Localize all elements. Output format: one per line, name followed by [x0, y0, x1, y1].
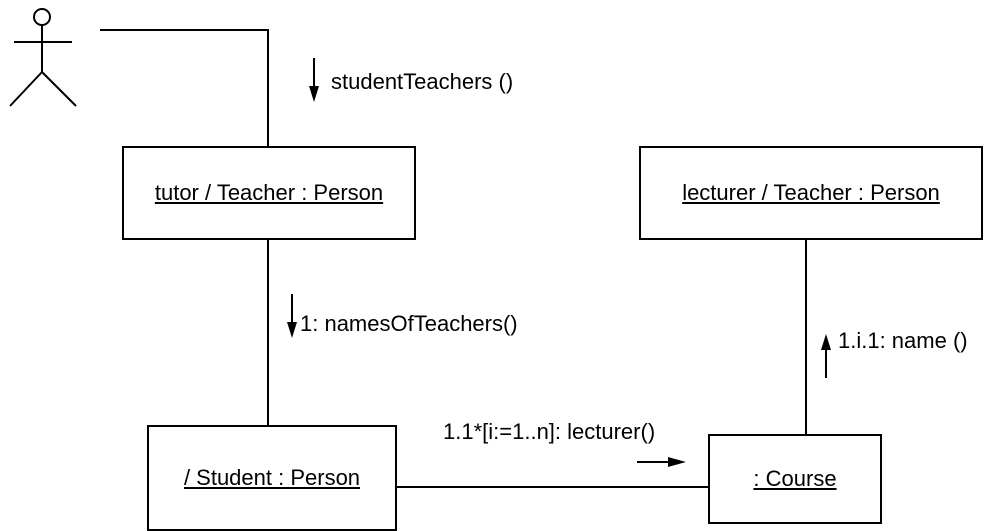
arrowhead-icon — [668, 457, 686, 467]
message-names-of-teachers: 1: namesOfTeachers() — [300, 311, 518, 336]
object-student[interactable]: / Student : Person — [147, 425, 397, 531]
object-student-label: / Student : Person — [183, 465, 361, 490]
message-name: 1.i.1: name () — [838, 328, 968, 353]
object-course[interactable]: : Course — [708, 434, 882, 524]
object-tutor[interactable]: tutor / Teacher : Person — [122, 146, 416, 240]
message-student-teachers: studentTeachers () — [331, 69, 514, 94]
actor-to-tutor-link — [100, 29, 269, 146]
object-course-label: : Course — [753, 466, 837, 491]
message-lecturer: 1.1*[i:=1..n]: lecturer() — [443, 419, 656, 444]
object-lecturer[interactable]: lecturer / Teacher : Person — [639, 146, 983, 240]
arrowhead-icon — [821, 334, 831, 350]
actor-icon — [9, 8, 77, 107]
object-lecturer-label: lecturer / Teacher : Person — [682, 180, 940, 205]
arrowhead-icon — [287, 322, 297, 338]
object-tutor-label: tutor / Teacher : Person — [154, 180, 384, 205]
arrowhead-icon — [309, 86, 319, 102]
